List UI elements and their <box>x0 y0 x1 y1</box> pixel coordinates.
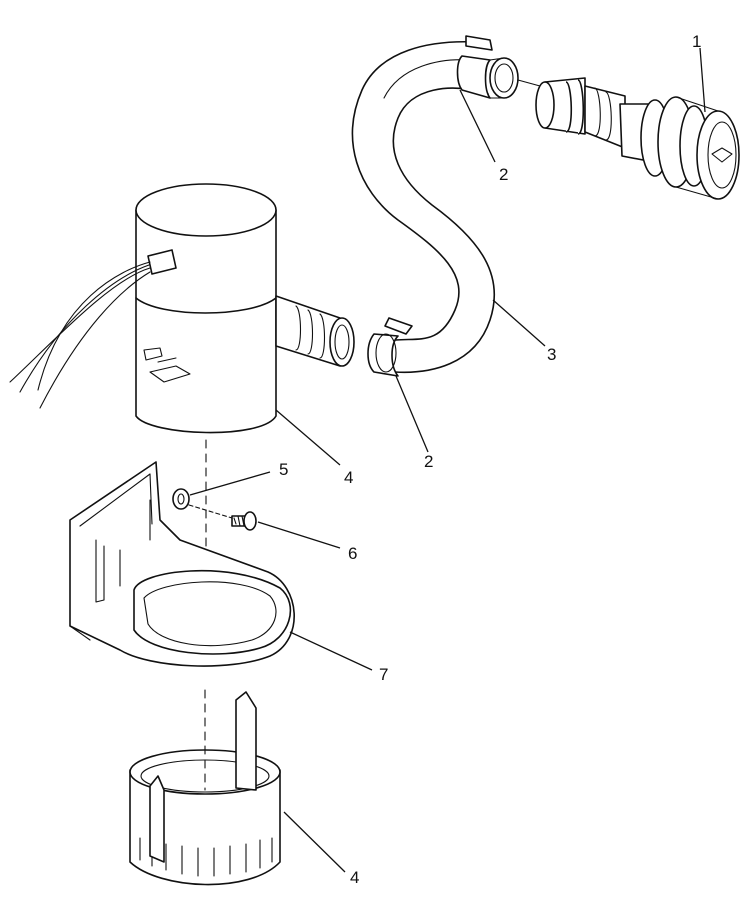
washer <box>172 488 190 510</box>
mounting-bracket <box>69 461 295 667</box>
thru-hull-fitting <box>535 77 740 200</box>
center-line-fitting <box>517 79 541 87</box>
callout-4-base: 4 <box>350 868 359 887</box>
callout-4-pump: 4 <box>344 468 353 487</box>
callout-6: 6 <box>348 544 357 563</box>
screw <box>231 511 257 531</box>
hose-clamp-top <box>456 35 519 99</box>
hose-clamp-bottom <box>367 317 413 377</box>
callout-7: 7 <box>379 665 388 684</box>
strainer-tab <box>235 691 257 791</box>
leader-lines <box>189 47 706 873</box>
callout-2-top: 2 <box>499 165 508 184</box>
bilge-pump <box>9 183 355 434</box>
callout-1: 1 <box>692 32 701 51</box>
center-line-screw <box>188 504 233 519</box>
strainer-base <box>129 749 281 886</box>
callout-3: 3 <box>547 345 556 364</box>
callout-2-bottom: 2 <box>424 452 433 471</box>
callout-5: 5 <box>279 460 288 479</box>
